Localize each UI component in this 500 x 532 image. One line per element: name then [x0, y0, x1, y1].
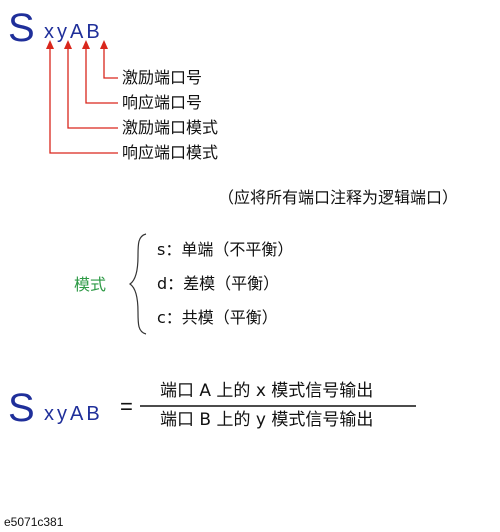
arrow-y [67, 46, 118, 129]
mode-heading: 模式 [74, 275, 107, 294]
mode-common: c：共模（平衡） [157, 308, 278, 327]
formula-symbol: S [8, 386, 35, 430]
arrow-x [49, 46, 118, 154]
formula-equals: = [120, 394, 133, 419]
formula-denominator: 端口 B 上的 y 模式信号输出 [160, 410, 374, 430]
arrowhead-a [82, 40, 90, 49]
mode-brace [128, 233, 147, 335]
arrow-a [85, 46, 118, 104]
mode-differential: d：差模（平衡） [157, 274, 280, 293]
callout-response-port: 响应端口号 [122, 93, 203, 112]
arrowhead-x [46, 40, 54, 49]
logical-port-note: （应将所有端口注释为逻辑端口） [218, 188, 459, 207]
arrowhead-y [64, 40, 72, 49]
s-parameter-symbol: S [8, 6, 35, 50]
callout-response-mode: 响应端口模式 [122, 143, 219, 162]
formula-subscript: xyAB [44, 403, 103, 425]
mode-single-ended: s：单端（不平衡） [157, 240, 294, 259]
figure-id: e5071c381 [4, 515, 64, 529]
arrowhead-b [100, 40, 108, 49]
callout-stimulus-port: 激励端口号 [122, 68, 203, 87]
s-parameter-subscript: xyAB [44, 21, 103, 43]
callout-stimulus-mode: 激励端口模式 [122, 118, 219, 137]
arrow-b [103, 46, 118, 79]
formula-numerator: 端口 A 上的 x 模式信号输出 [160, 381, 374, 401]
